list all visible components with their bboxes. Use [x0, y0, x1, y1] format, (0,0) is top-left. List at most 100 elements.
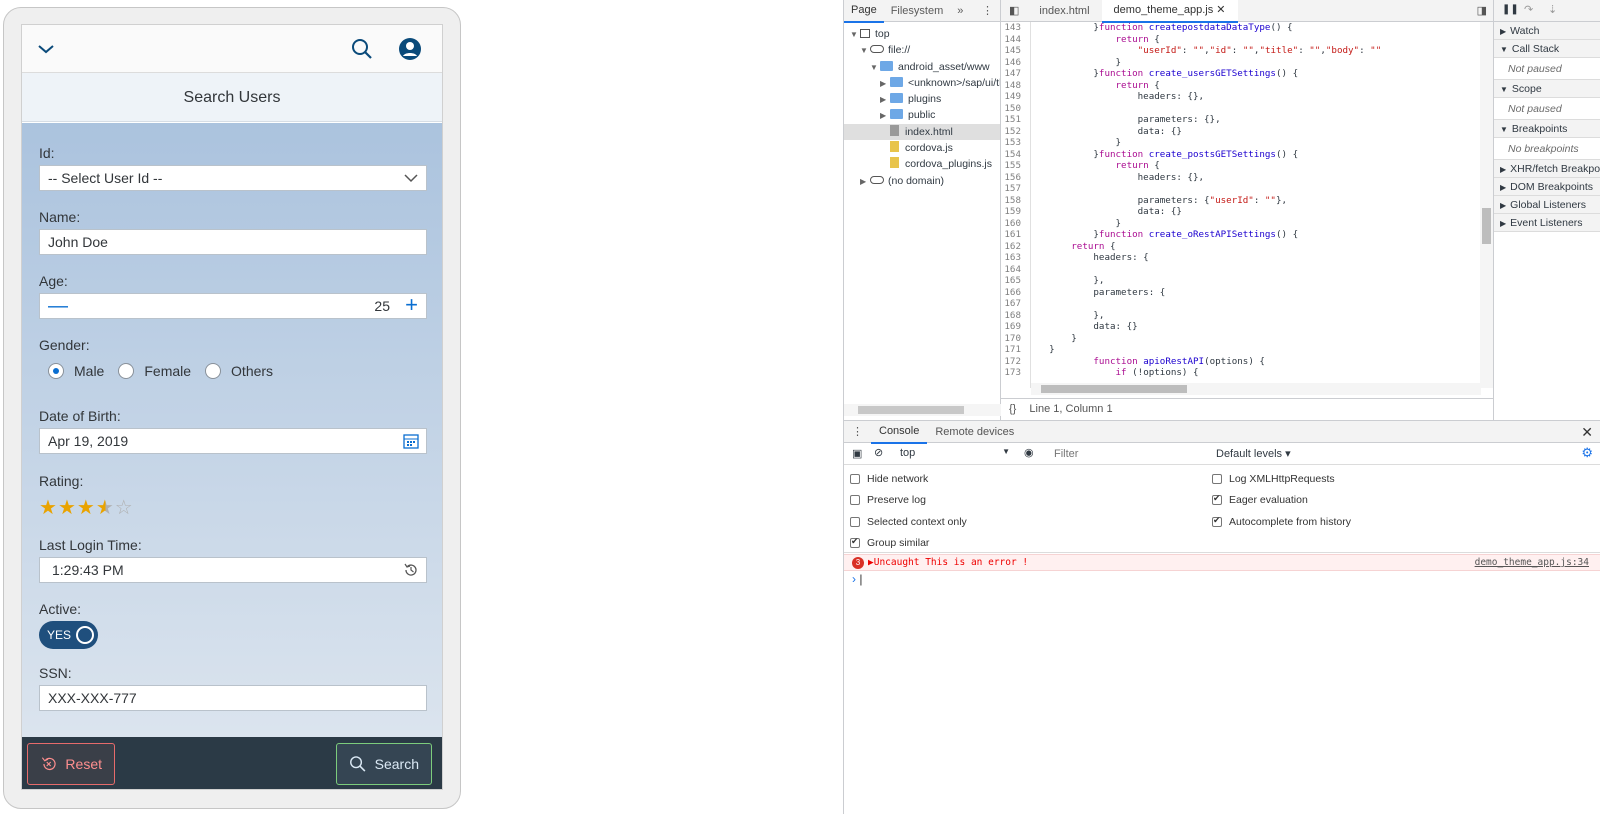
expand-arrow-icon[interactable]: [880, 157, 890, 172]
line-number[interactable]: 169: [1004, 321, 1021, 332]
user-avatar-icon[interactable]: [398, 37, 422, 61]
reset-button[interactable]: Reset: [27, 743, 115, 785]
line-number[interactable]: 162: [1004, 240, 1021, 252]
code-line[interactable]: 167: [1001, 298, 1481, 310]
step-into-icon[interactable]: ⇣: [1548, 4, 1558, 16]
code-line[interactable]: 151 parameters: {},: [1001, 114, 1481, 126]
time-history-icon[interactable]: [402, 561, 420, 579]
line-number[interactable]: 148: [1004, 79, 1021, 91]
age-stepper[interactable]: — 25 +: [39, 293, 427, 319]
active-switch[interactable]: YES: [39, 621, 98, 649]
chevron-down-icon[interactable]: [34, 37, 58, 61]
debugger-pane-header[interactable]: ▼Scope: [1494, 80, 1600, 98]
tab-page[interactable]: Page: [844, 0, 884, 23]
line-number[interactable]: 172: [1004, 355, 1021, 367]
drawer-menu-icon[interactable]: ⋮: [852, 425, 863, 438]
tree-item[interactable]: cordova_plugins.js: [844, 156, 1000, 172]
code-line[interactable]: 162 return {: [1001, 241, 1481, 253]
more-options-icon[interactable]: ⋮: [982, 4, 993, 17]
ssn-input[interactable]: XXX-XXX-777: [39, 685, 427, 711]
line-number[interactable]: 150: [1004, 102, 1021, 114]
console-filter-input[interactable]: [1050, 445, 1210, 463]
pause-icon[interactable]: ❚❚: [1502, 4, 1519, 15]
rating-star-icon[interactable]: ★: [76, 497, 96, 519]
setting-checkbox[interactable]: Autocomplete from history: [1212, 515, 1351, 528]
debugger-pane-header[interactable]: ▶DOM Breakpoints: [1494, 178, 1600, 196]
tab-remote-devices[interactable]: Remote devices: [935, 425, 1015, 438]
line-number[interactable]: 170: [1004, 332, 1021, 344]
tree-item[interactable]: ▼android_asset/www: [844, 59, 1000, 75]
code-line[interactable]: 170 }: [1001, 333, 1481, 345]
radio-circle[interactable]: [205, 363, 222, 379]
close-drawer-icon[interactable]: ✕: [1581, 424, 1593, 440]
tab-filesystem[interactable]: Filesystem: [890, 4, 944, 17]
tree-item[interactable]: index.html: [844, 123, 1000, 141]
code-line[interactable]: 173 if (!options) {: [1001, 367, 1481, 379]
gender-radio-female[interactable]: Female: [118, 363, 191, 379]
code-line[interactable]: 146 }: [1001, 57, 1481, 69]
code-line[interactable]: 155 return {: [1001, 160, 1481, 172]
increment-button[interactable]: +: [405, 292, 418, 317]
gender-radio-others[interactable]: Others: [205, 363, 273, 379]
tree-item[interactable]: cordova.js: [844, 140, 1000, 156]
rating-star-icon[interactable]: ☆: [114, 497, 134, 519]
expand-arrow-icon[interactable]: ▼: [850, 30, 858, 39]
more-tabs-icon[interactable]: »: [957, 4, 964, 17]
code-line[interactable]: 156 headers: {},: [1001, 172, 1481, 184]
code-line[interactable]: 169 data: {}: [1001, 321, 1481, 333]
setting-checkbox[interactable]: Log XMLHttpRequests: [1212, 473, 1335, 485]
code-line[interactable]: 153 }: [1001, 137, 1481, 149]
line-number[interactable]: 165: [1004, 275, 1021, 286]
debugger-pane-header[interactable]: ▶Watch: [1494, 22, 1600, 40]
code-line[interactable]: 147 }function create_usersGETSettings() …: [1001, 68, 1481, 80]
scroll-thumb[interactable]: [1041, 385, 1187, 393]
line-number[interactable]: 161: [1004, 229, 1021, 240]
radio-circle[interactable]: [118, 363, 135, 379]
line-number[interactable]: 157: [1004, 183, 1021, 194]
debugger-pane-header[interactable]: ▼Call Stack: [1494, 40, 1600, 58]
tree-item[interactable]: ▶plugins: [844, 91, 1000, 107]
line-number[interactable]: 164: [1004, 263, 1021, 275]
step-over-icon[interactable]: ↷: [1524, 4, 1534, 16]
expand-arrow-icon[interactable]: [880, 125, 890, 140]
log-levels-dropdown[interactable]: Default levels ▾: [1216, 448, 1291, 460]
last-login-input[interactable]: 1:29:43 PM: [39, 557, 427, 583]
code-line[interactable]: 168 },: [1001, 310, 1481, 322]
scroll-thumb[interactable]: [1482, 208, 1491, 244]
line-number[interactable]: 146: [1004, 56, 1021, 68]
toggle-navigator-icon[interactable]: ◧: [1009, 4, 1020, 17]
line-number[interactable]: 173: [1004, 367, 1021, 378]
setting-checkbox[interactable]: Eager evaluation: [1212, 493, 1308, 506]
checkbox[interactable]: [1212, 474, 1222, 484]
code-line[interactable]: 159 data: {}: [1001, 206, 1481, 218]
toggle-debugger-icon[interactable]: ◨: [1476, 4, 1487, 17]
code-line[interactable]: 172 function apioRestAPI(options) {: [1001, 356, 1481, 368]
expand-arrow-icon[interactable]: ▶: [880, 78, 887, 88]
checkbox[interactable]: [850, 536, 860, 548]
line-number[interactable]: 156: [1004, 171, 1021, 183]
rating-star-icon[interactable]: ★: [57, 497, 77, 519]
console-prompt[interactable]: › |: [852, 572, 863, 586]
rating-star-icon[interactable]: ★: [39, 497, 58, 519]
code-line[interactable]: 149 headers: {},: [1001, 91, 1481, 103]
tree-item[interactable]: ▼file://: [844, 42, 1000, 58]
line-number[interactable]: 158: [1004, 194, 1021, 206]
code-line[interactable]: 165 },: [1001, 275, 1481, 287]
calendar-icon[interactable]: [402, 432, 420, 450]
sidebar-toggle-icon[interactable]: ▣: [852, 448, 863, 460]
line-number[interactable]: 151: [1004, 114, 1021, 125]
code-line[interactable]: 163 headers: {: [1001, 252, 1481, 264]
code-line[interactable]: 148 return {: [1001, 80, 1481, 92]
code-line[interactable]: 161 }function create_oRestAPISettings() …: [1001, 229, 1481, 241]
editor-hscroll[interactable]: [1031, 383, 1481, 395]
tab-console[interactable]: Console: [871, 420, 928, 444]
code-line[interactable]: 143 }function createpostdataDataType() {: [1001, 22, 1481, 34]
line-number[interactable]: 144: [1004, 33, 1021, 45]
close-icon[interactable]: ✕: [1216, 3, 1226, 16]
decrement-button[interactable]: —: [48, 295, 68, 317]
code-line[interactable]: 154 }function create_postsGETSettings() …: [1001, 149, 1481, 161]
gender-radio-male[interactable]: Male: [48, 363, 104, 379]
dob-input[interactable]: Apr 19, 2019: [39, 428, 427, 454]
code-line[interactable]: 158 parameters: {"userId": ""},: [1001, 195, 1481, 207]
code-line[interactable]: 144 return {: [1001, 34, 1481, 46]
